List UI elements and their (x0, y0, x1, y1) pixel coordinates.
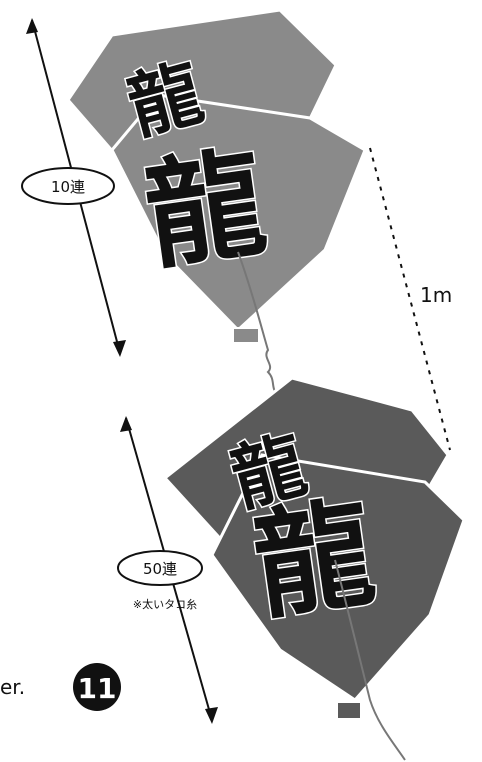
top-count-label: 10連 (51, 178, 85, 196)
bottom-kite-stack: 龍 龍 (162, 376, 466, 761)
spacing-dashed-line (369, 147, 451, 451)
bottom-count-badge: 50連 (117, 550, 203, 586)
top-kite-front (110, 93, 367, 333)
spacing-label: 1m (420, 283, 452, 307)
bottom-count-label: 50連 (143, 560, 177, 578)
bottom-kite-tail (336, 701, 362, 720)
top-kite-string (237, 251, 279, 396)
step-number-badge: 11 (73, 663, 121, 711)
top-kite-front-character: 龍 (137, 132, 273, 286)
bottom-kite-front-character: 龍 (246, 482, 382, 636)
top-kite-stack: 龍 龍 (66, 8, 367, 396)
string-note: ※太いタコ糸 (133, 598, 197, 611)
cut-off-text: er. (0, 675, 25, 699)
bottom-kite-string (334, 559, 406, 761)
step-number: 11 (78, 672, 117, 705)
bottom-kite-front (210, 453, 466, 702)
top-kite-tail (232, 327, 260, 344)
top-count-badge: 10連 (21, 167, 115, 205)
